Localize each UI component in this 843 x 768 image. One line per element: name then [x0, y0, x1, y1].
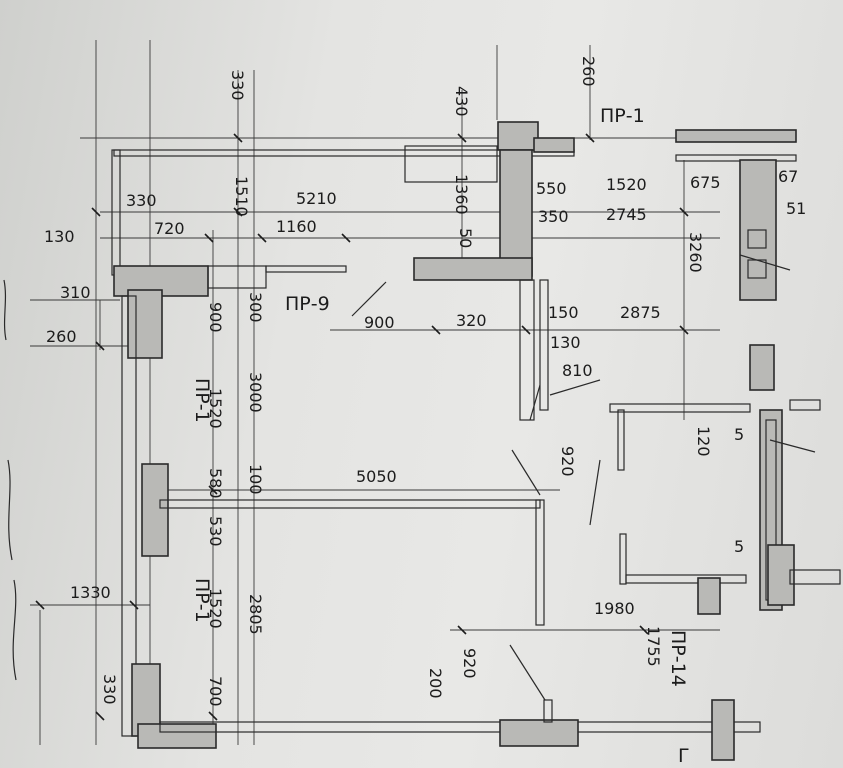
- dim-3260: 3260: [686, 232, 705, 273]
- extension-lines: [30, 40, 720, 745]
- label-pr1-top: ПР-1: [600, 105, 645, 127]
- dim-5: 5: [734, 425, 744, 444]
- dim-50: 50: [456, 228, 475, 248]
- dim-260-top: 260: [579, 56, 598, 87]
- dim-2745: 2745: [606, 205, 647, 224]
- dim-1755: 1755: [644, 626, 663, 667]
- dim-330-c: 330: [100, 674, 119, 705]
- leader-lines: [351, 254, 816, 701]
- dim-900-h: 900: [364, 313, 395, 332]
- dim-350: 350: [538, 207, 569, 226]
- label-pr14: ПР-14: [667, 630, 689, 687]
- dim-150: 150: [548, 303, 579, 322]
- dim-1510: 1510: [232, 176, 251, 217]
- dim-1160: 1160: [276, 217, 317, 236]
- dim-430: 430: [452, 86, 471, 117]
- label-pr9: ПР-9: [285, 293, 330, 315]
- dimension-ticks: [35, 133, 689, 721]
- label-pr1-left-a: ПР-1: [191, 378, 213, 423]
- dim-130-mid: 130: [550, 333, 581, 352]
- walls: [111, 121, 841, 761]
- dim-1520-v2: 1520: [206, 588, 225, 629]
- dim-330-b: 330: [126, 191, 157, 210]
- dim-51: 51: [786, 199, 806, 218]
- dim-5050: 5050: [356, 467, 397, 486]
- dim-1520-top: 1520: [606, 175, 647, 194]
- dim-260-left: 260: [46, 327, 77, 346]
- dim-900-v: 900: [206, 302, 225, 333]
- dim-310: 310: [60, 283, 91, 302]
- dim-3000: 3000: [246, 372, 265, 413]
- dim-1520-v1: 1520: [206, 388, 225, 429]
- dim-1330: 1330: [70, 583, 111, 602]
- label-pr1-left-b: ПР-1: [191, 578, 213, 623]
- dim-100: 100: [246, 464, 265, 495]
- dim-120: 120: [694, 426, 713, 457]
- opening-labels: ПР-1 ПР-9 ПР-1 ПР-1 ПР-14 Г: [191, 105, 690, 767]
- dim-920-b: 920: [460, 648, 479, 679]
- dim-130-left: 130: [44, 227, 75, 246]
- dim-550: 550: [536, 179, 567, 198]
- dim-720: 720: [154, 219, 185, 238]
- dim-2875: 2875: [620, 303, 661, 322]
- dim-700: 700: [206, 676, 225, 707]
- dim-5-b: 5: [734, 537, 744, 556]
- dim-300: 300: [246, 292, 265, 323]
- dim-5210: 5210: [296, 189, 337, 208]
- handwriting-marks: [3, 279, 17, 681]
- dim-320: 320: [456, 311, 487, 330]
- dim-920-a: 920: [558, 446, 577, 477]
- label-corner-g: Г: [678, 745, 690, 767]
- dim-1980: 1980: [594, 599, 635, 618]
- dim-2805: 2805: [246, 594, 265, 635]
- dim-675: 675: [690, 173, 721, 192]
- dimension-labels: 330 430 260 330 1510 5210 1360 550 1520 …: [44, 56, 806, 707]
- dim-1360: 1360: [452, 174, 471, 215]
- dim-810: 810: [562, 361, 593, 380]
- dim-200: 200: [426, 668, 445, 699]
- dim-530: 530: [206, 516, 225, 547]
- dim-67: 67: [778, 167, 798, 186]
- dim-330-top: 330: [228, 70, 247, 101]
- dim-580: 580: [206, 468, 225, 499]
